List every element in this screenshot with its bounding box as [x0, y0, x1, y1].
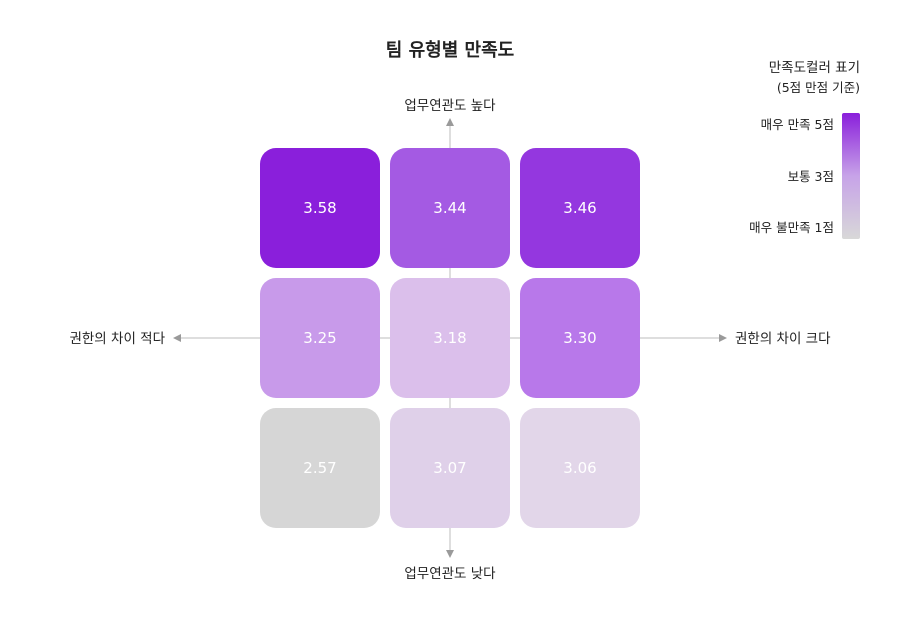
legend-label-high: 매우 만족 5점 [761, 117, 834, 132]
cell-value-label-r1-c2: 3.44 [433, 199, 466, 217]
cell-value-label-r2-c3: 3.30 [563, 329, 596, 347]
heatmap-cell-r3-c1 [260, 408, 380, 528]
heatmap-cell-r2-c1 [260, 278, 380, 398]
legend-title: 만족도컬러 표기 [769, 60, 860, 76]
legend-label-low: 매우 불만족 1점 [749, 220, 834, 235]
heatmap-cell-r1-c2 [390, 148, 510, 268]
axis-label-bottom: 업무연관도 낮다 [404, 566, 496, 582]
heatmap-cell-r2-c2 [390, 278, 510, 398]
cell-value-label-r2-c2: 3.18 [433, 329, 466, 347]
cell-value-label-r3-c2: 3.07 [433, 459, 466, 477]
legend-color-bar [842, 113, 860, 239]
heatmap-cell-r1-c1 [260, 148, 380, 268]
legend: 만족도컬러 표기 (5점 만점 기준) 매우 만족 5점 보통 3점 매우 불만… [749, 60, 860, 239]
cell-value-label-r1-c3: 3.46 [563, 199, 596, 217]
cell-value-label-r3-c3: 3.06 [563, 459, 596, 477]
heatmap-cells: 3.58 3.44 3.46 3.25 3.18 3.30 2.57 3.07 3.06 [260, 148, 640, 528]
heatmap-cell-r3-c3 [520, 408, 640, 528]
cell-value-label-r1-c1: 3.58 [303, 199, 336, 217]
heatmap-cell-r1-c3 [520, 148, 640, 268]
heatmap-cell-r2-c3 [520, 278, 640, 398]
cell-value-label-r2-c1: 3.25 [303, 329, 336, 347]
cell-value-label-r3-c1: 2.57 [303, 459, 336, 477]
chart-title: 팀 유형별 만족도 [386, 40, 514, 61]
legend-label-mid: 보통 3점 [788, 169, 834, 184]
heatmap-cell-r3-c2 [390, 408, 510, 528]
axis-label-top: 업무연관도 높다 [404, 98, 496, 114]
legend-subtitle: (5점 만점 기준) [777, 80, 860, 95]
axis-label-right: 권한의 차이 크다 [735, 331, 831, 347]
axis-label-left: 권한의 차이 적다 [69, 331, 165, 347]
